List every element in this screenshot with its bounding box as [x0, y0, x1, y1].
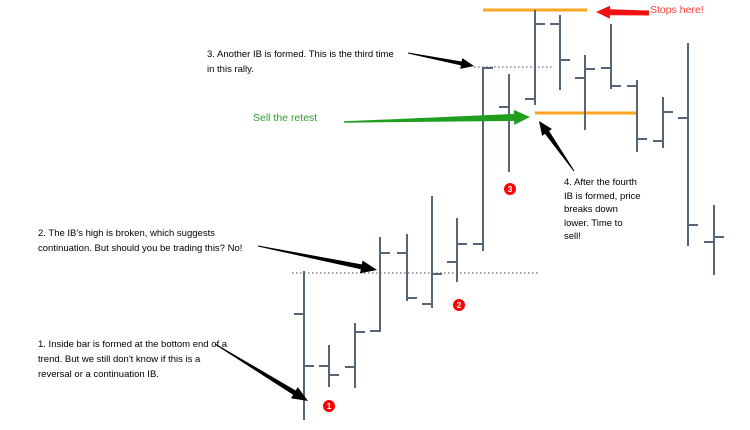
stops-here-label: Stops here!: [650, 4, 704, 16]
ohlc-bar: [345, 323, 365, 388]
ohlc-bar: [447, 218, 467, 282]
stops-here-arrow: [596, 5, 649, 19]
ohlc-bar: [550, 15, 570, 90]
ohlc-bar: [653, 97, 673, 148]
ohlc-bar: [704, 205, 724, 275]
arrow-to-third-ib: [407, 52, 474, 69]
ohlc-bars-layer: [294, 10, 724, 420]
ohlc-bar: [319, 345, 339, 387]
ohlc-bar: [422, 196, 442, 308]
annotation-breakdown-sell: 4. After the fourth IB is formed, price …: [564, 177, 641, 242]
ohlc-bar: [575, 55, 595, 130]
badge-2-icon: 2: [453, 299, 465, 311]
badge-1-icon: 1: [323, 400, 335, 412]
sell-retest-label: Sell the retest: [253, 112, 318, 124]
ohlc-bar: [370, 237, 390, 332]
annotation-third-ib: 3. Another IB is formed. This is the thi…: [207, 49, 394, 75]
arrows-layer: [214, 5, 649, 401]
ohlc-bar: [294, 271, 314, 420]
ohlc-bar: [627, 80, 647, 152]
dotted-levels-layer: [292, 66, 553, 274]
sell-retest-arrow: [344, 109, 530, 125]
ohlc-bar: [473, 67, 493, 251]
arrow-to-first-ib: [214, 343, 308, 401]
ohlc-bar: [678, 43, 698, 246]
ohlc-bar: [601, 24, 621, 89]
badge-3-icon: 3: [504, 183, 516, 195]
ohlc-bar: [525, 10, 545, 105]
arrow-to-ib-high-break: [257, 245, 377, 274]
arrow-to-breakdown: [539, 121, 575, 172]
annotation-first-ib: 1. Inside bar is formed at the bottom en…: [38, 339, 228, 380]
ohlc-bar: [397, 234, 417, 301]
annotation-ib-high-broken: 2. The IB's high is broken, which sugges…: [38, 228, 243, 254]
